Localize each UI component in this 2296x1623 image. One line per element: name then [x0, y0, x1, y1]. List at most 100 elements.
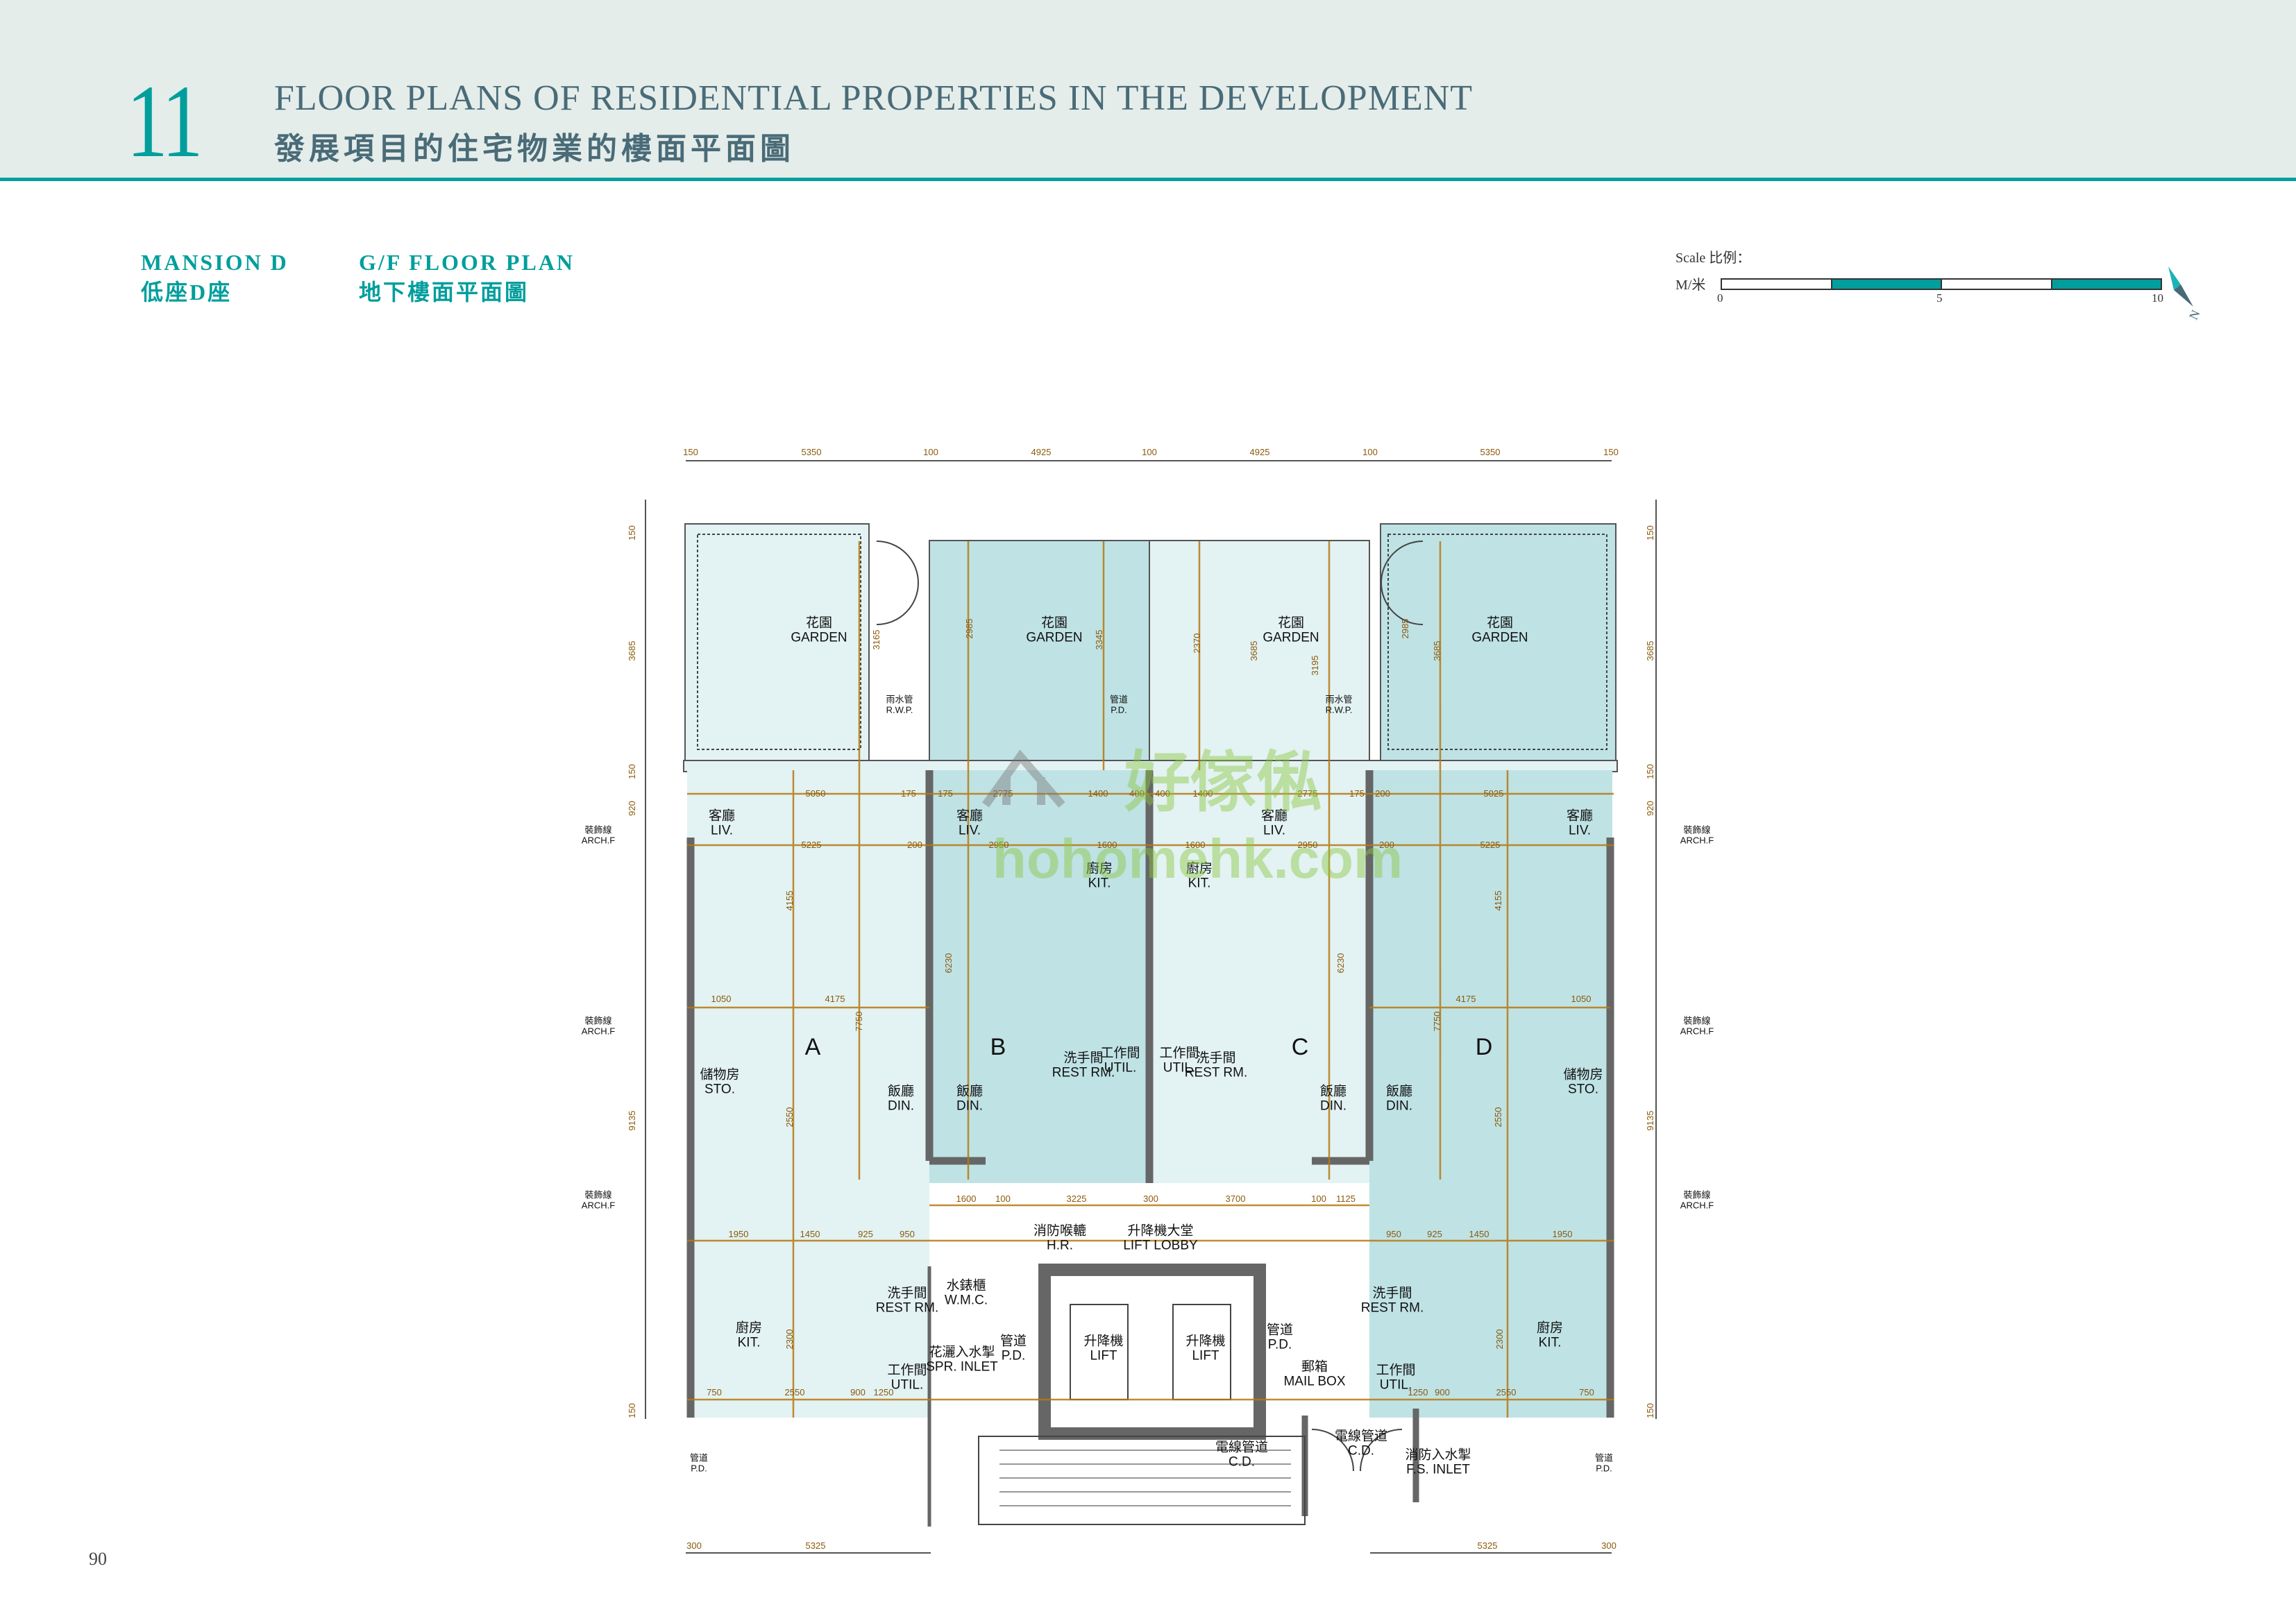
room-label-zh: 裝飾線: [584, 825, 611, 835]
room-label-zh: 管道: [1000, 1334, 1027, 1349]
room-label-zh: 花園: [806, 615, 832, 631]
scale-tick-0: 0: [1717, 291, 1723, 305]
page-number: 90: [89, 1549, 107, 1569]
room-label-zh: 消防入水掣: [1405, 1447, 1471, 1463]
garden-a: [684, 523, 870, 761]
room-label-zh: 裝飾線: [1683, 1190, 1710, 1200]
scale-bar: [1721, 278, 2162, 290]
room-label-zh: 洗手間: [1372, 1286, 1412, 1301]
room-label-en: LIV.: [959, 824, 981, 838]
dimension-inner: 1400: [1088, 788, 1108, 799]
unit-c-area: [1149, 770, 1369, 1183]
dimension-side: 150: [1645, 1403, 1655, 1418]
room-label-zh: 裝飾線: [584, 1016, 611, 1026]
dimension-inner: 200: [907, 840, 922, 850]
room-label-en: ARCH.F: [1680, 1200, 1714, 1211]
room-label-en: DIN.: [1386, 1099, 1412, 1114]
unit-label-b: B: [990, 1034, 1006, 1060]
dimension-side: 150: [627, 1403, 637, 1418]
room-label-en: P.D.: [1596, 1463, 1612, 1474]
room-label-en: W.M.C.: [945, 1293, 988, 1308]
dimension-inner: 1600: [1185, 840, 1206, 850]
dimension-inner: 5050: [806, 788, 826, 799]
garden-c: [1149, 540, 1370, 771]
dimension-inner: 2550: [1496, 1387, 1517, 1397]
room-label-zh: 水錶櫃: [946, 1278, 986, 1293]
plan-label-en: G/F FLOOR PLAN: [359, 250, 575, 275]
dimension-inner: 175: [938, 788, 953, 799]
dimension-inner: 2550: [785, 1387, 805, 1397]
dimension-inner: 3165: [871, 630, 881, 650]
room-label-zh: 裝飾線: [1683, 825, 1710, 835]
room-label-en: F.S. INLET: [1406, 1463, 1470, 1477]
scale-tick-5: 5: [1936, 291, 1943, 305]
room-label-en: STO.: [1568, 1082, 1598, 1097]
room-label-en: KIT.: [1088, 876, 1111, 891]
dimension-inner: 2550: [1493, 1107, 1503, 1128]
dimension-top: 5350: [1480, 447, 1501, 457]
mansion-label-en: MANSION D: [141, 250, 289, 275]
dimension-side: 9135: [627, 1111, 637, 1131]
room-label-en: P.D.: [1268, 1338, 1292, 1352]
dimension-inner: 5225: [1480, 840, 1501, 850]
room-label-en: MAIL BOX: [1283, 1375, 1345, 1389]
watermark-house-icon: [982, 749, 1065, 808]
dimension-top: 100: [923, 447, 938, 457]
room-label-zh: 客廳: [1261, 808, 1288, 824]
dimension-inner: 175: [901, 788, 916, 799]
room-label-zh: 雨水管: [1325, 695, 1352, 705]
room-label-en: LIV.: [711, 824, 733, 838]
plan-label-zh: 地下樓面平面圖: [359, 280, 530, 305]
dimension-inner: 2775: [993, 788, 1013, 799]
room-label-en: GARDEN: [1471, 631, 1528, 645]
lobby-area: [929, 1183, 1369, 1418]
dimension-inner: 400: [1155, 788, 1170, 799]
watermark-zh: 好傢俬: [1124, 745, 1322, 821]
dimension-bottom: 300: [686, 1540, 702, 1551]
room-label-en: REST RM.: [1185, 1066, 1247, 1080]
watermark-en: hohomehk.com: [993, 828, 1403, 890]
dimension-inner: 1450: [1469, 1229, 1489, 1239]
dimension-top: 4925: [1031, 447, 1052, 457]
dimension-inner: 2300: [784, 1329, 795, 1350]
room-label-en: LIV.: [1263, 824, 1285, 838]
header-band: [0, 0, 2296, 179]
dimension-side: 3685: [627, 641, 637, 661]
room-label-zh: 花灑入水掣: [929, 1345, 995, 1360]
dimension-inner: 5025: [1484, 788, 1504, 799]
dimension-side: 150: [627, 764, 637, 779]
room-label-zh: 工作間: [1159, 1046, 1199, 1061]
dimension-inner: 750: [707, 1387, 722, 1397]
room-label-zh: 客廳: [709, 808, 735, 824]
dimension-side: 920: [1645, 801, 1655, 816]
dimension-bottom: 300: [1601, 1540, 1617, 1551]
room-label-zh: 裝飾線: [584, 1190, 611, 1200]
dimension-inner: 7750: [854, 1012, 864, 1032]
dimension-inner: 6230: [1335, 953, 1346, 974]
room-label-zh: 工作間: [887, 1363, 927, 1378]
room-label-zh: 飯廳: [1386, 1084, 1412, 1099]
dimension-inner: 1450: [800, 1229, 820, 1239]
room-label-en: UTIL.: [891, 1378, 923, 1393]
room-label-en: GARDEN: [1026, 631, 1082, 645]
dimension-inner: 2300: [1494, 1329, 1505, 1350]
room-label-zh: 廚房: [1186, 860, 1213, 876]
dimension-side: 9135: [1645, 1111, 1655, 1131]
unit-label-a: A: [805, 1034, 821, 1060]
dimension-inner: 1050: [711, 994, 732, 1004]
dimension-inner: 100: [1311, 1193, 1326, 1204]
dimension-top: 150: [683, 447, 698, 457]
room-label-en: GARDEN: [791, 631, 847, 645]
dimension-inner: 950: [900, 1229, 915, 1239]
north-arrow-icon: N: [2168, 266, 2203, 322]
